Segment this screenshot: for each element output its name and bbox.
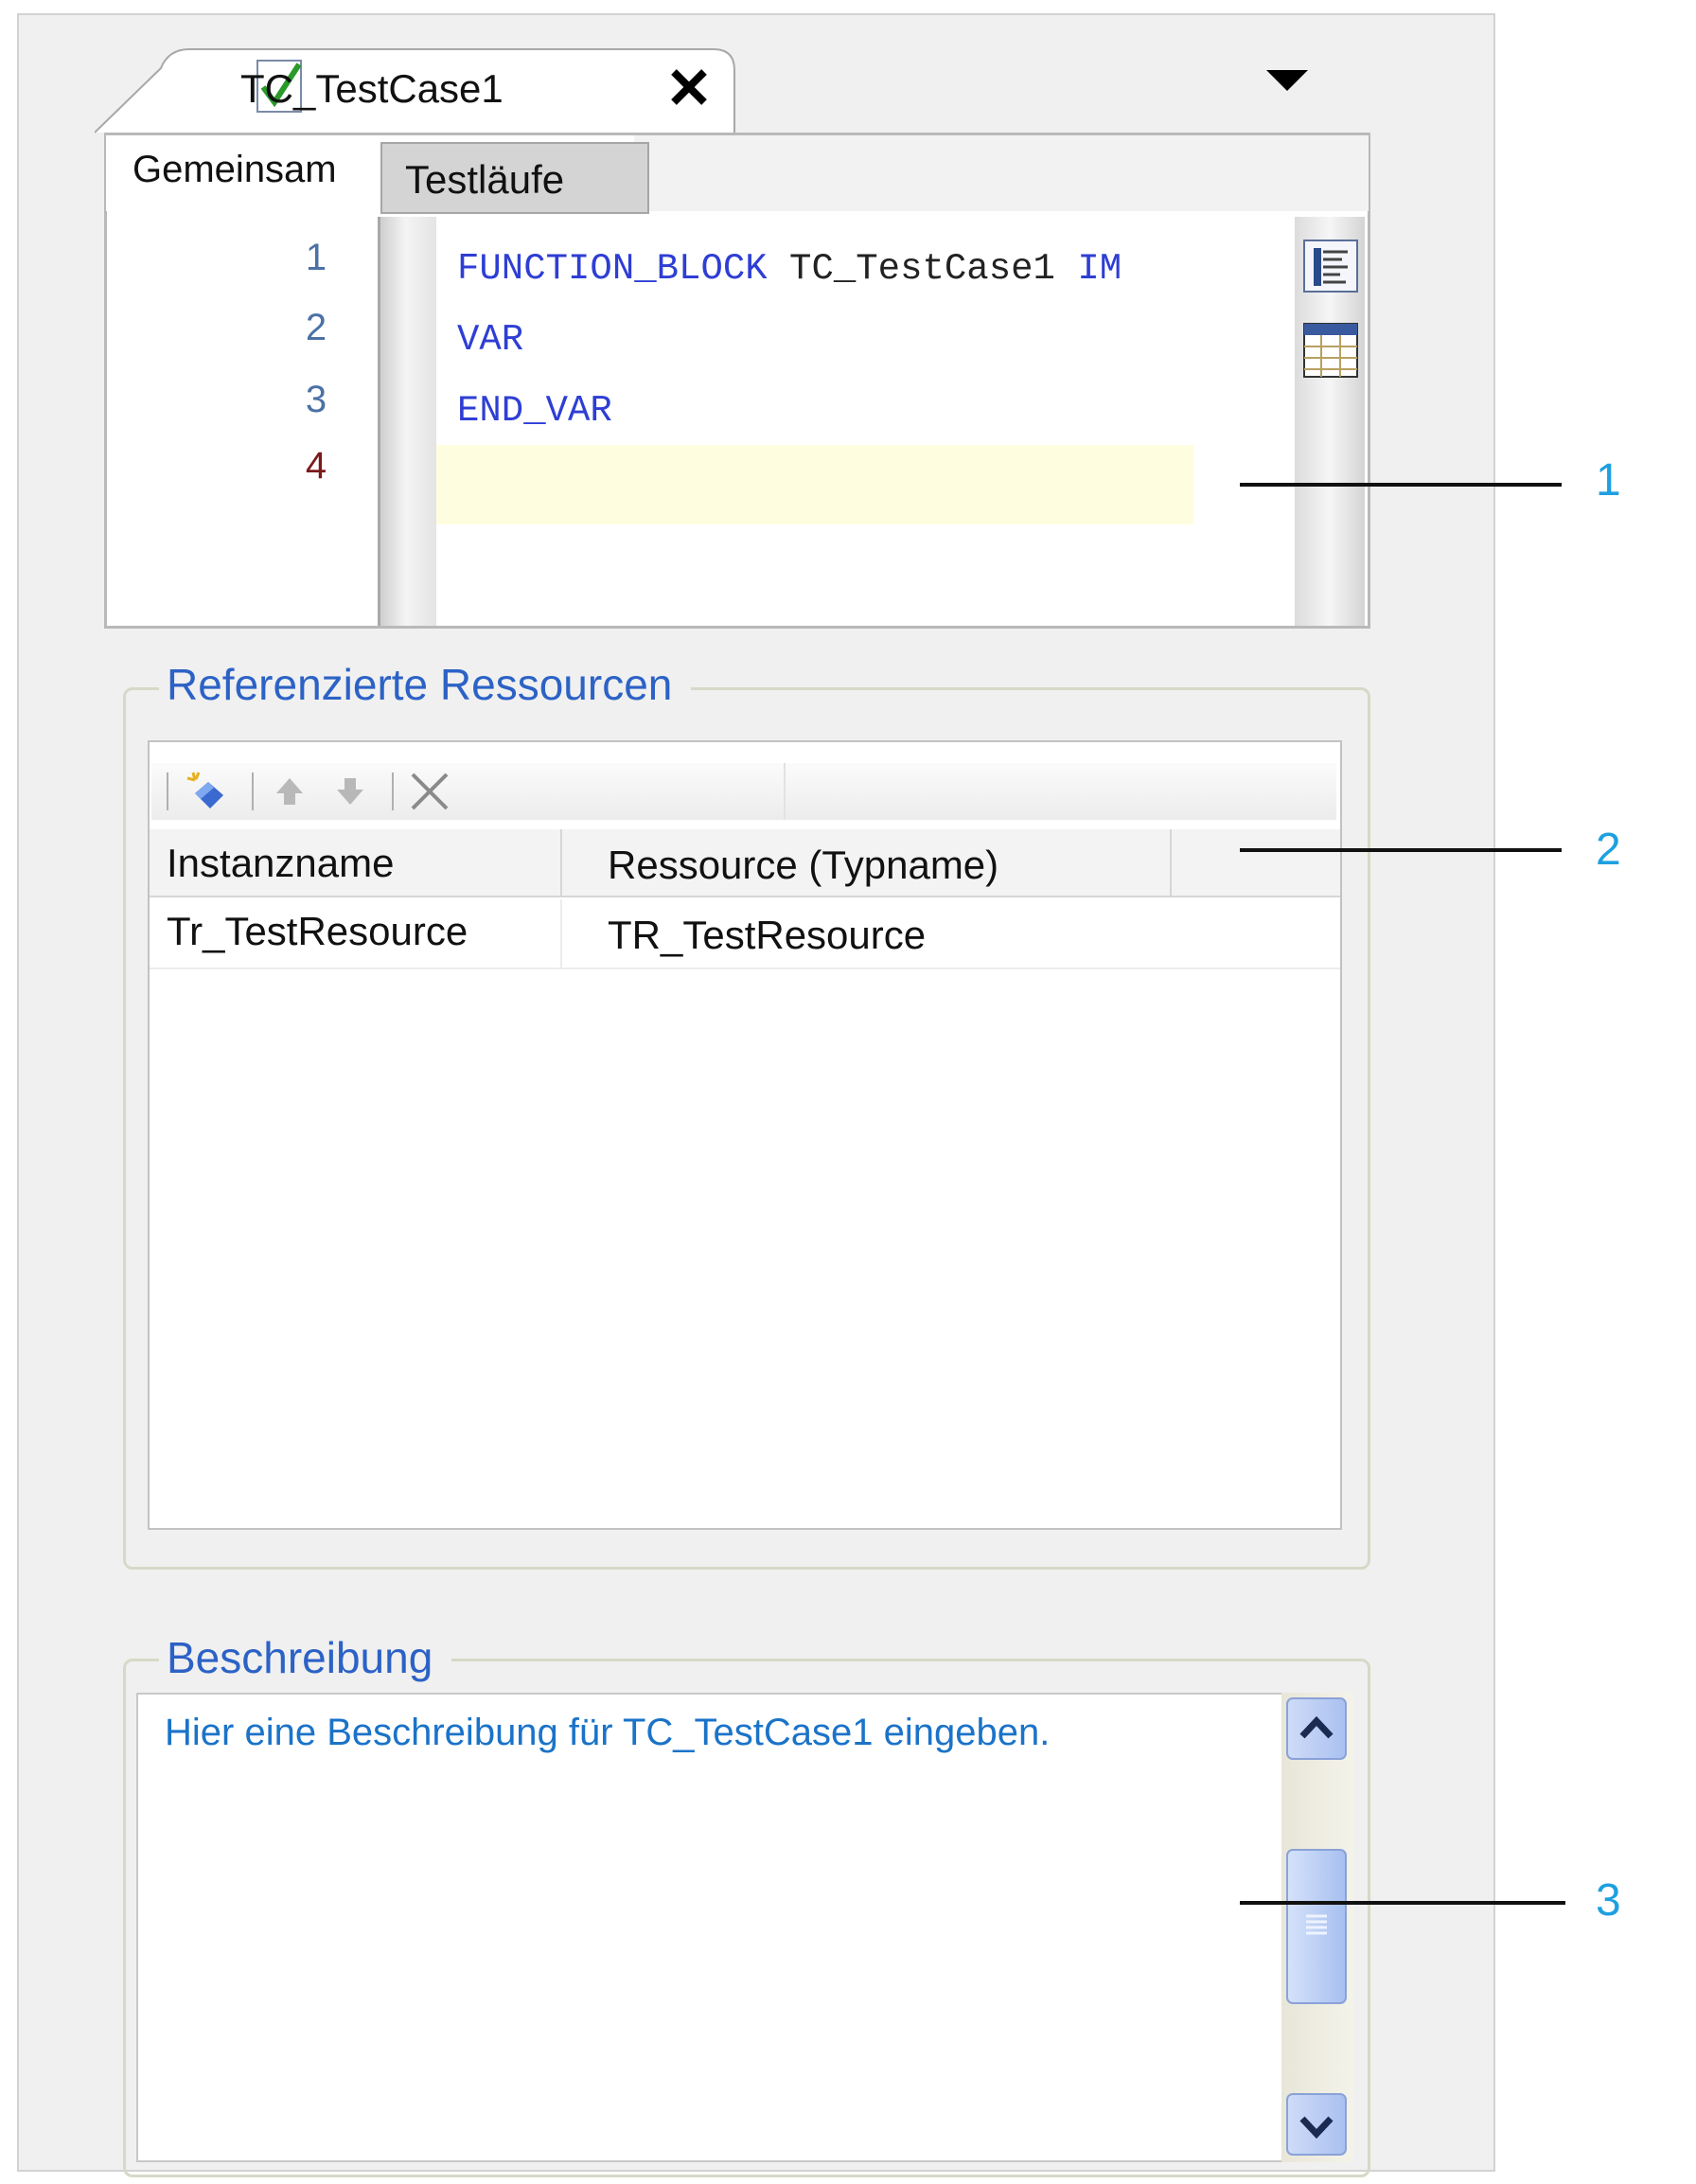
current-line-highlight [436,445,1193,524]
line-number: 2 [305,307,327,348]
table-cell-ressource[interactable]: TR_TestResource [608,913,927,957]
description-group [123,1659,1370,2177]
scroll-up-icon[interactable] [1285,1696,1350,1763]
resources-group [123,687,1370,1570]
document-tab[interactable] [95,45,738,140]
column-divider[interactable] [560,829,562,897]
toolbar-separator [252,772,254,810]
declaration-table-icon[interactable] [1302,322,1359,379]
toolbar-separator [784,763,786,820]
editor-tab-strip [634,135,1369,211]
declaration-text-icon[interactable] [1302,239,1359,293]
code-line[interactable]: FUNCTION_BLOCK TC_TestCase1 IM [457,248,1122,290]
callout-line [1240,848,1562,852]
table-header [150,829,1340,897]
keyword: IM [1077,248,1122,290]
keyword: FUNCTION_BLOCK [457,248,768,290]
toolbar-grip [167,772,168,810]
callout-number: 2 [1596,825,1621,875]
column-header-instanzname[interactable]: Instanzname [167,841,395,885]
code-line[interactable]: END_VAR [457,390,612,432]
callout-line [1240,483,1562,487]
cell-divider [560,899,562,969]
chevron-down-icon[interactable] [1264,68,1310,95]
check-icon [256,59,305,115]
editor-gutter [378,217,436,626]
table-cell-instanzname[interactable]: Tr_TestResource [167,909,468,953]
tab-title: TC_TestCase1 [240,66,504,111]
move-up-icon[interactable] [273,772,307,810]
close-icon[interactable] [668,66,710,108]
code-editor[interactable] [104,133,1370,629]
callout-line [1240,1901,1565,1905]
description-group-title: Beschreibung [159,1632,452,1683]
toolbar-separator [392,772,394,810]
resources-group-title: Referenzierte Ressourcen [159,659,692,710]
line-number: 1 [305,237,327,278]
scroll-thumb[interactable] [1285,1848,1350,2007]
description-textarea[interactable] [136,1693,1283,2162]
callout-number: 1 [1596,455,1621,506]
line-number-current: 4 [305,445,327,487]
tab-testlaeufe[interactable]: Testläufe [380,142,649,214]
add-resource-icon[interactable] [186,769,231,814]
column-divider[interactable] [1170,829,1172,897]
scroll-down-icon[interactable] [1285,2092,1350,2158]
identifier: TC_TestCase1 [767,248,1078,290]
line-number: 3 [305,379,327,420]
column-header-ressource[interactable]: Ressource (Typname) [608,843,999,887]
delete-icon[interactable] [407,769,452,814]
table-row[interactable] [150,899,1340,969]
move-down-icon[interactable] [333,772,367,810]
resources-toolbar [151,763,1336,820]
description-text[interactable]: Hier eine Beschreibung für TC_TestCase1 … [165,1712,1051,1753]
callout-number: 3 [1596,1875,1621,1926]
tab-gemeinsam[interactable]: Gemeinsam [106,135,428,211]
code-line[interactable]: VAR [457,319,524,361]
